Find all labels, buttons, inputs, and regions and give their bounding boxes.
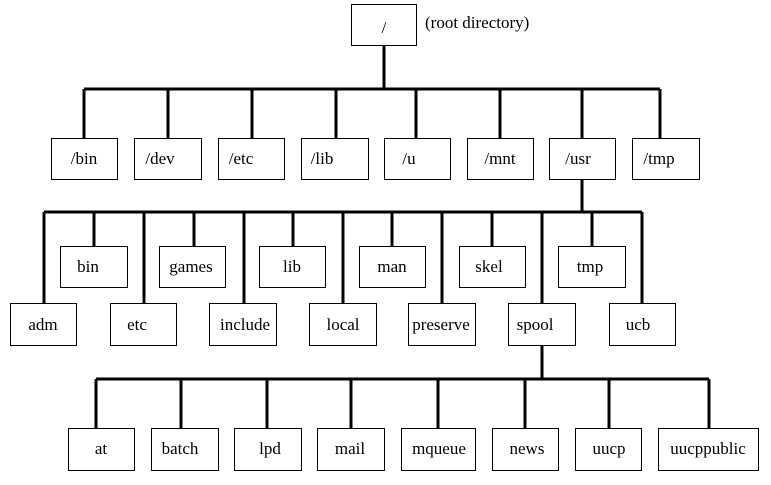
node-include: include: [209, 303, 277, 346]
usr-children-lower: adm etc include local preserve spool ucb: [10, 303, 676, 346]
node-usr: /usr: [549, 138, 616, 180]
node-news-label: news: [510, 439, 545, 458]
node-batch-label: batch: [162, 439, 199, 458]
node-spool: spool: [508, 303, 576, 346]
level1-nodes: /bin /dev /etc /lib /u /mnt /usr /tmp: [51, 138, 700, 180]
node-preserve: preserve: [408, 303, 476, 346]
node-uucp: uucp: [575, 428, 642, 471]
node-usr-tmp: tmp: [558, 246, 626, 288]
node-usr-bin: bin: [60, 246, 128, 288]
node-usr-etc-label: etc: [127, 315, 147, 334]
node-skel-label: skel: [475, 257, 503, 276]
node-usr-etc: etc: [110, 303, 177, 346]
node-dev-label: /dev: [145, 149, 175, 168]
node-ucb-label: ucb: [626, 315, 651, 334]
node-local-label: local: [326, 315, 359, 334]
node-spool-label: spool: [517, 315, 554, 334]
node-bin: /bin: [51, 138, 118, 180]
node-dev: /dev: [134, 138, 202, 180]
node-at: at: [68, 428, 135, 471]
node-mail-label: mail: [335, 439, 365, 458]
node-u: /u: [384, 138, 451, 180]
node-at-label: at: [95, 439, 108, 458]
node-mqueue-label: mqueue: [412, 439, 466, 458]
node-batch: batch: [151, 428, 219, 471]
node-news: news: [492, 428, 559, 471]
node-uucppublic: uucppublic: [658, 428, 759, 471]
node-ucb: ucb: [609, 303, 676, 346]
node-adm-label: adm: [28, 315, 57, 334]
node-bin-label: /bin: [71, 149, 98, 168]
node-games-label: games: [169, 257, 212, 276]
node-local: local: [309, 303, 377, 346]
node-games: games: [159, 246, 226, 288]
node-lib: /lib: [301, 138, 369, 180]
node-preserve-label: preserve: [412, 315, 470, 334]
root-note: (root directory): [425, 13, 529, 32]
node-etc-label: /etc: [229, 149, 254, 168]
usr-children-upper: bin games lib man skel tmp: [60, 246, 626, 288]
node-uucppublic-label: uucppublic: [670, 439, 746, 458]
node-man: man: [359, 246, 426, 288]
node-mnt-label: /mnt: [484, 149, 515, 168]
spool-children: at batch lpd mail mqueue news uucp uucp: [68, 428, 759, 471]
node-mnt: /mnt: [467, 138, 534, 180]
node-include-label: include: [220, 315, 270, 334]
node-tmp: /tmp: [632, 138, 700, 180]
node-u-label: /u: [402, 149, 416, 168]
node-lib-label: /lib: [311, 149, 334, 168]
node-tmp-label: /tmp: [643, 149, 674, 168]
node-uucp-label: uucp: [592, 439, 625, 458]
node-etc: /etc: [218, 138, 285, 180]
node-skel: skel: [459, 246, 526, 288]
node-lpd: lpd: [234, 428, 302, 471]
node-usr-label: /usr: [565, 149, 591, 168]
node-lpd-label: lpd: [259, 439, 281, 458]
node-mqueue: mqueue: [401, 428, 476, 471]
node-usr-bin-label: bin: [77, 257, 99, 276]
node-usr-lib: lib: [259, 246, 326, 288]
node-usr-tmp-label: tmp: [577, 257, 603, 276]
node-usr-lib-label: lib: [283, 257, 301, 276]
node-adm: adm: [10, 303, 77, 346]
node-man-label: man: [377, 257, 407, 276]
node-root-label: /: [382, 18, 387, 37]
node-root: /: [351, 4, 417, 46]
connectors: [42, 45, 711, 428]
node-mail: mail: [317, 428, 385, 471]
